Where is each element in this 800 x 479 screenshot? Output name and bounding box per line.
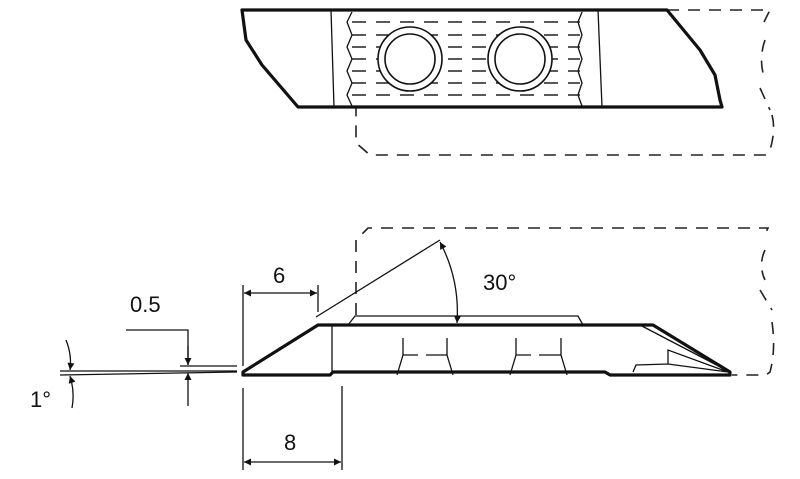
rake-angle-label: 30° (483, 270, 516, 295)
insert-outline-top (240, 8, 724, 109)
edge-line (597, 9, 603, 108)
dimension-0-5: 0.5 (126, 292, 237, 406)
width-top-label: 6 (273, 263, 285, 288)
edge-line (330, 9, 335, 108)
serration-left (346, 11, 353, 107)
cutting-edge-detail (632, 324, 731, 373)
width-bottom-label: 8 (284, 430, 296, 455)
dimension-8: 8 (242, 386, 343, 470)
rake-angle-line (315, 239, 441, 318)
top-view (240, 8, 775, 156)
screw-hole-2 (487, 26, 553, 92)
serration-right (577, 11, 583, 107)
top-land (347, 315, 584, 326)
side-view: 30° (241, 227, 775, 377)
clearance-angle-label: 1° (30, 387, 51, 412)
rake-angle-arc (439, 241, 461, 324)
dimension-1-deg: 1° (30, 339, 238, 412)
dimension-6: 6 (242, 263, 319, 366)
thickness-label: 0.5 (130, 292, 161, 317)
chipbreaker-lines (396, 338, 568, 376)
holder-outline-side (355, 227, 775, 376)
insert-outline-side (241, 323, 732, 377)
screw-hole-1 (377, 26, 443, 92)
